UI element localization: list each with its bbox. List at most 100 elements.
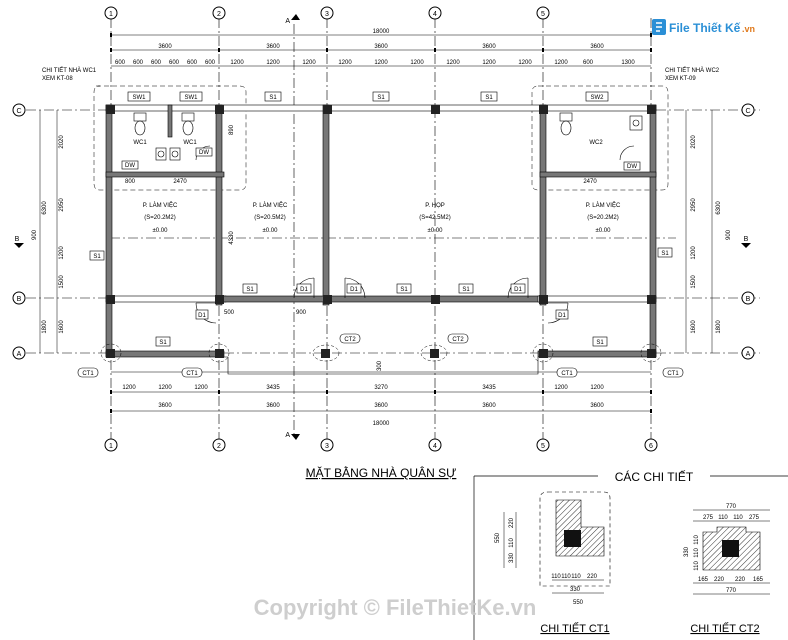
svg-text:1500: 1500 xyxy=(691,275,697,289)
toilet-fixtures xyxy=(133,112,643,161)
brand-logo: File Thiết Kế .vn xyxy=(652,17,762,39)
svg-text:3600: 3600 xyxy=(158,44,172,50)
svg-text:CT1: CT1 xyxy=(667,371,679,377)
svg-text:CT2: CT2 xyxy=(452,337,464,343)
tag-s1: S1 xyxy=(89,250,105,261)
svg-text:S1: S1 xyxy=(661,251,669,257)
svg-text:165: 165 xyxy=(698,577,709,583)
tag-ct2: CT2 xyxy=(447,333,469,344)
svg-text:CT1: CT1 xyxy=(186,371,198,377)
svg-text:3270: 3270 xyxy=(374,385,388,391)
tag-dw: DW xyxy=(623,161,641,171)
svg-text:220: 220 xyxy=(735,577,746,583)
svg-text:550: 550 xyxy=(573,600,584,606)
svg-text:1200: 1200 xyxy=(122,385,136,391)
svg-text:1200: 1200 xyxy=(482,60,496,66)
svg-text:1600: 1600 xyxy=(59,320,65,334)
svg-text:600: 600 xyxy=(115,60,126,66)
svg-text:2: 2 xyxy=(217,443,221,450)
svg-text:110: 110 xyxy=(694,535,700,545)
dimension-ticks xyxy=(110,33,652,413)
svg-text:.vn: .vn xyxy=(742,24,755,34)
grid-bubble: 1 xyxy=(104,6,118,20)
svg-text:DW: DW xyxy=(199,150,209,156)
room-area: (S=20.2M2) xyxy=(144,215,176,221)
svg-text:1200: 1200 xyxy=(446,60,460,66)
svg-text:2470: 2470 xyxy=(173,179,187,185)
room-area: (S=20.5M2) xyxy=(254,215,286,221)
grid-bubble: B xyxy=(12,291,26,305)
svg-text:B: B xyxy=(17,296,22,303)
detail-ct2: 770 275 110 110 275 330 110 110 110 165 … xyxy=(684,504,770,635)
svg-text:110: 110 xyxy=(694,561,700,571)
svg-text:SW1: SW1 xyxy=(132,95,146,101)
svg-text:6300: 6300 xyxy=(42,201,48,215)
svg-text:110: 110 xyxy=(571,574,581,580)
svg-text:3435: 3435 xyxy=(266,385,280,391)
svg-text:S1: S1 xyxy=(159,340,167,346)
svg-text:D1: D1 xyxy=(300,287,308,293)
svg-text:3600: 3600 xyxy=(266,403,280,409)
svg-text:2020: 2020 xyxy=(691,135,697,149)
svg-text:3435: 3435 xyxy=(482,385,496,391)
svg-text:1: 1 xyxy=(109,443,113,450)
tag-d1: D1 xyxy=(195,309,209,320)
svg-text:SW2: SW2 xyxy=(590,95,604,101)
svg-text:110: 110 xyxy=(733,515,743,521)
svg-text:3600: 3600 xyxy=(266,44,280,50)
grid-bubbles-bottom: 1 2 3 4 5 6 xyxy=(104,438,658,452)
tag-s1: S1 xyxy=(657,247,673,258)
level-mark: ±0.00 xyxy=(428,228,444,234)
svg-text:4330: 4330 xyxy=(229,231,235,245)
svg-text:2: 2 xyxy=(217,11,221,18)
room-name: P. LÀM VIỆC xyxy=(143,201,178,209)
svg-text:S1: S1 xyxy=(377,95,385,101)
svg-text:B: B xyxy=(15,236,20,243)
svg-text:CHI TIẾT NHÀ WC1: CHI TIẾT NHÀ WC1 xyxy=(42,67,97,74)
svg-text:1200: 1200 xyxy=(230,60,244,66)
svg-text:2950: 2950 xyxy=(59,198,65,212)
tag-s1: S1 xyxy=(242,283,258,294)
room-name: WC1 xyxy=(133,140,147,146)
svg-text:1200: 1200 xyxy=(374,60,388,66)
svg-text:3600: 3600 xyxy=(482,44,496,50)
watermark: Copyright © FileThietKe.vn xyxy=(254,595,537,620)
svg-text:600: 600 xyxy=(151,60,162,66)
svg-text:CT1: CT1 xyxy=(82,371,94,377)
svg-text:600: 600 xyxy=(133,60,144,66)
walls xyxy=(105,104,657,358)
svg-text:S1: S1 xyxy=(400,287,408,293)
svg-text:B: B xyxy=(746,296,751,303)
svg-text:1800: 1800 xyxy=(716,320,722,334)
svg-text:1200: 1200 xyxy=(554,60,568,66)
grid-bubble: C xyxy=(12,103,26,117)
dimension-texts-bottom: 1200 1200 1200 3435 3270 3435 1200 1200 … xyxy=(122,385,604,427)
room-name: P. HỌP xyxy=(425,203,445,209)
grid-bubble: 2 xyxy=(212,438,226,452)
svg-text:18000: 18000 xyxy=(373,29,390,35)
svg-text:1200: 1200 xyxy=(59,246,65,260)
svg-text:D1: D1 xyxy=(558,313,566,319)
svg-text:4: 4 xyxy=(433,11,437,18)
svg-text:DW: DW xyxy=(125,163,135,169)
svg-text:1200: 1200 xyxy=(158,385,172,391)
grid-bubble: 2 xyxy=(212,6,226,20)
tag-sw1: SW1 xyxy=(179,91,203,102)
svg-text:900: 900 xyxy=(726,229,732,240)
svg-text:600: 600 xyxy=(205,60,216,66)
tag-d1: D1 xyxy=(555,309,569,320)
svg-text:XEM KT-09: XEM KT-09 xyxy=(665,76,696,82)
level-mark: ±0.00 xyxy=(596,228,612,234)
svg-text:900: 900 xyxy=(32,229,38,240)
svg-text:600: 600 xyxy=(187,60,198,66)
section-mark-a: A A xyxy=(285,14,300,440)
svg-text:4: 4 xyxy=(433,443,437,450)
svg-text:A: A xyxy=(746,351,751,358)
svg-text:600: 600 xyxy=(169,60,180,66)
section-mark-b: B B xyxy=(14,236,751,248)
room-name: WC1 xyxy=(183,140,197,146)
svg-text:3: 3 xyxy=(325,443,329,450)
columns xyxy=(106,105,656,358)
column-callouts xyxy=(100,343,662,363)
tag-d1: D1 xyxy=(296,283,312,294)
